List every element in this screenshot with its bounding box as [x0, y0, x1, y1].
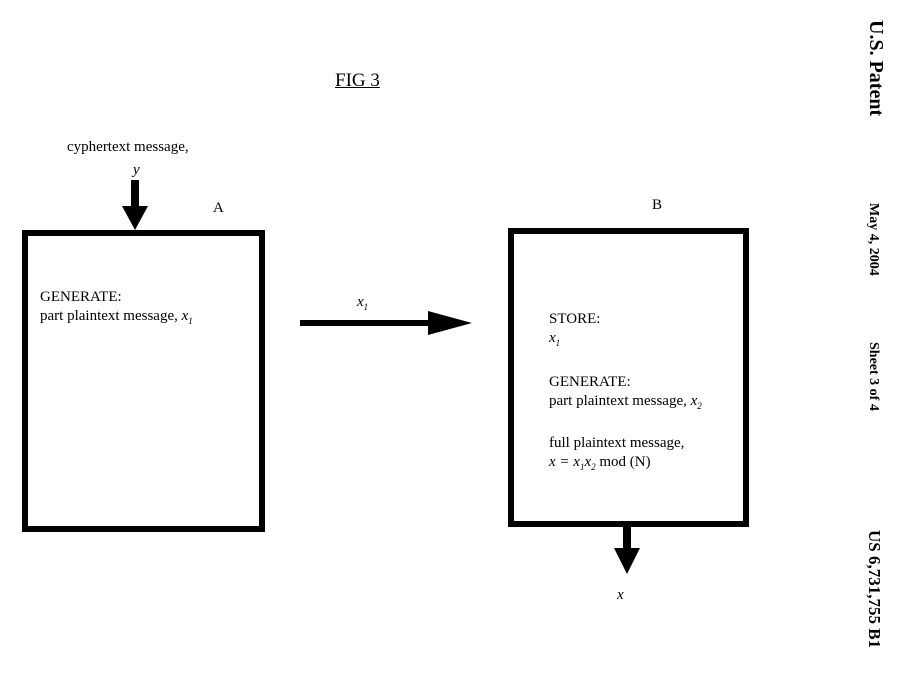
full-line: full plaintext message, [549, 435, 685, 451]
transfer-arrow [300, 311, 472, 335]
box-a-heading: GENERATE: [40, 289, 122, 305]
output-var: x [617, 587, 624, 603]
box-a-line: part plaintext message, x1 [40, 308, 193, 326]
input-arrow [122, 180, 148, 230]
output-arrow [614, 526, 640, 574]
gen-line: part plaintext message, x2 [549, 393, 702, 411]
box-b [508, 228, 749, 527]
input-label: cyphertext message, [67, 139, 189, 155]
header-sheet: Sheet 3 of 4 [866, 342, 881, 411]
box-a [22, 230, 265, 532]
box-a-label: A [213, 200, 224, 216]
figure-title: FIG 3 [335, 70, 380, 91]
transfer-var: x1 [357, 294, 369, 312]
header-date: May 4, 2004 [866, 203, 881, 276]
store-var: x1 [549, 330, 561, 348]
gen-heading: GENERATE: [549, 374, 631, 390]
store-heading: STORE: [549, 311, 601, 327]
formula: x = x1x2 mod (N) [549, 454, 651, 472]
box-b-label: B [652, 197, 663, 213]
header-number: US 6,731,755 B1 [865, 530, 884, 649]
header-office: U.S. Patent [865, 20, 887, 117]
input-var: y [133, 162, 140, 178]
